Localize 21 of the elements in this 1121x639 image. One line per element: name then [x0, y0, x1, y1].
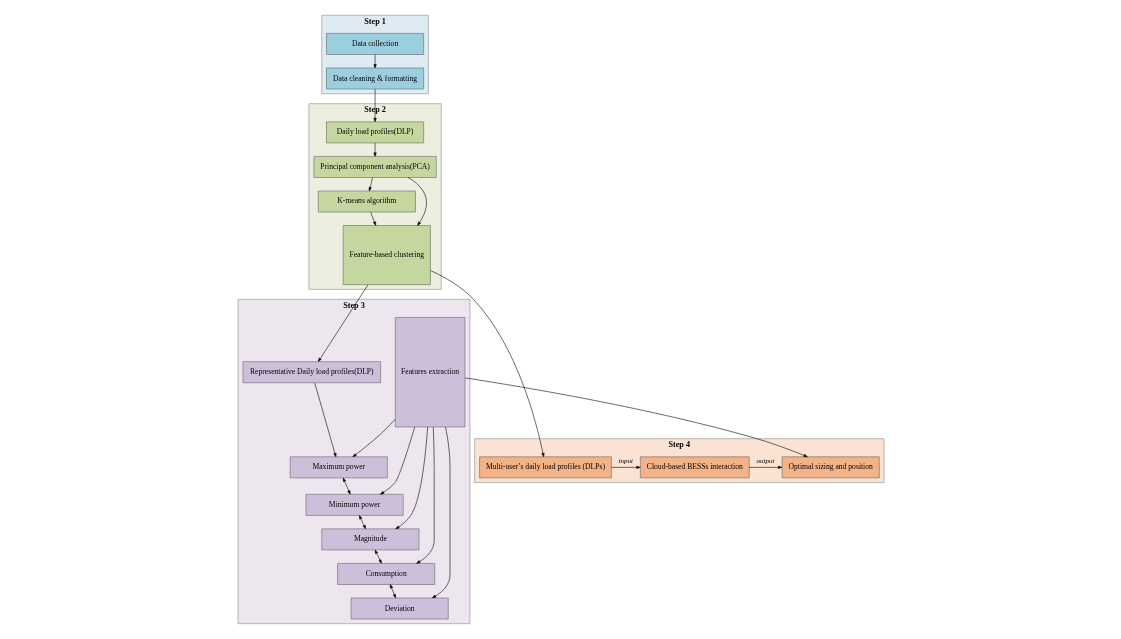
arrow [379, 426, 415, 495]
arrow [429, 270, 544, 458]
arrow [373, 142, 377, 157]
arrow [369, 211, 376, 226]
arrow [342, 477, 350, 495]
arrow [352, 418, 395, 458]
arrow [373, 88, 377, 122]
arrow [374, 549, 382, 564]
arrow [464, 377, 808, 458]
arrow [373, 54, 377, 69]
arrow [748, 465, 782, 469]
arrow [313, 382, 336, 458]
arrow [368, 177, 373, 192]
arrow [415, 426, 434, 564]
arrow [389, 584, 396, 599]
arrow [394, 426, 428, 530]
arrow [407, 177, 427, 226]
arrow [358, 515, 366, 530]
arrow [431, 426, 450, 599]
arrow [317, 284, 368, 362]
arrow [610, 465, 640, 469]
